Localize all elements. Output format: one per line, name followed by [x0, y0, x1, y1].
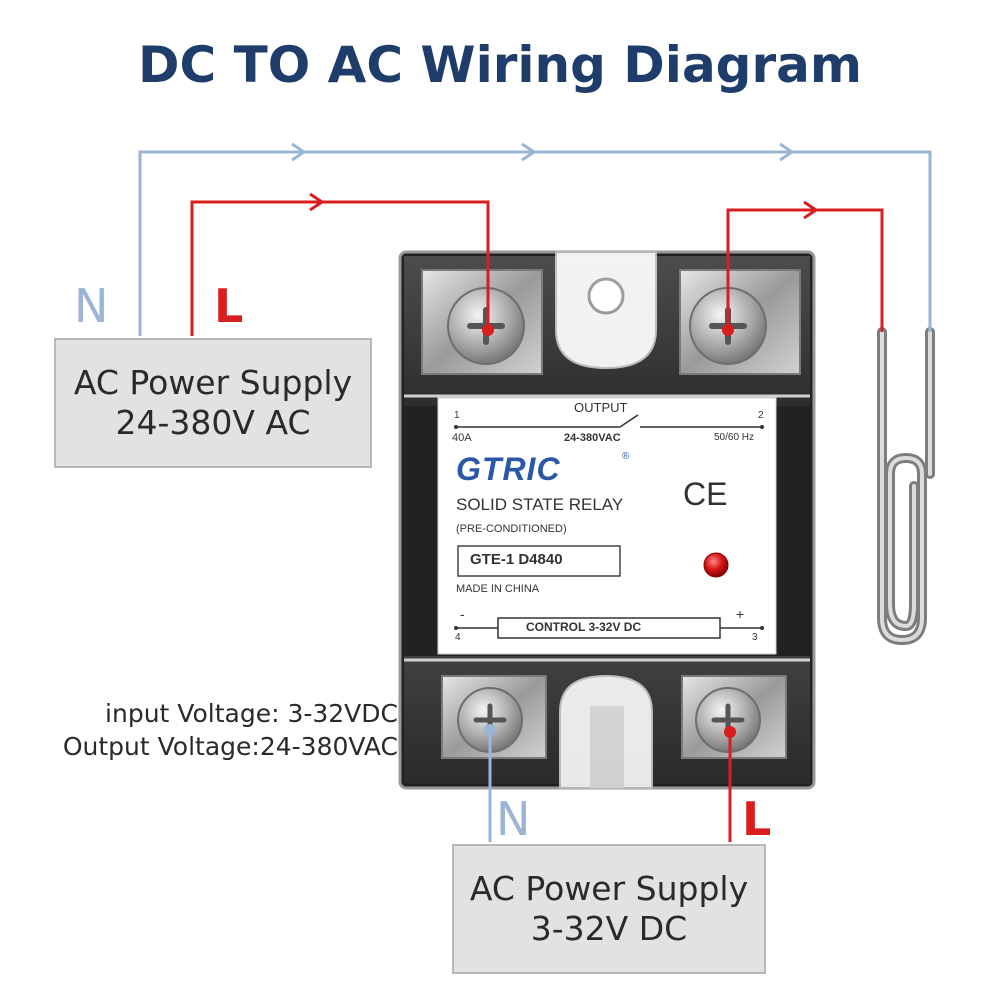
neutral-wire-dot: [484, 724, 496, 736]
live-wire: [190, 200, 884, 842]
heating-element-icon: [877, 327, 935, 645]
ac-supply-title: AC Power Supply: [73, 362, 353, 402]
control-plus: +: [736, 606, 745, 622]
voltage-specs: input Voltage: 3-32VDC Output Voltage:24…: [10, 698, 398, 763]
dc-power-supply-box: AC Power Supply 3-32V DC: [452, 844, 766, 974]
ac-supply-range: 24-380V AC: [115, 403, 311, 442]
arrow-right-icon: [291, 142, 795, 162]
terminal-1-number: 1: [454, 410, 460, 421]
terminal-3: [681, 675, 787, 759]
input-voltage-spec: input Voltage: 3-32VDC: [105, 699, 398, 728]
voltage-rating: 24-380VAC: [564, 432, 621, 444]
origin-label: MADE IN CHINA: [456, 583, 540, 595]
terminal-2-number: 2: [758, 410, 764, 421]
terminal-2: [679, 269, 801, 375]
terminal-4-number: 4: [455, 632, 461, 643]
control-minus: -: [460, 606, 465, 622]
current-rating: 40A: [452, 432, 472, 444]
led-indicator-icon: [703, 552, 729, 578]
model-number: GTE-1 D4840: [470, 551, 563, 568]
model-box: [457, 545, 621, 577]
ac-power-supply-box: AC Power Supply 24-380V AC: [54, 338, 372, 468]
relay-label-panel: [437, 397, 777, 655]
top-live-label: L: [214, 279, 244, 333]
page-title: DC TO AC Wiring Diagram: [138, 36, 862, 94]
frequency-rating: 50/60 Hz: [714, 432, 755, 443]
terminal-1: [421, 269, 543, 375]
product-subtitle: (PRE-CONDITIONED): [456, 523, 567, 535]
bottom-live-label: L: [742, 792, 772, 846]
live-wire-dot: [482, 324, 494, 336]
live-wire-dot: [724, 726, 736, 738]
top-neutral-label: N: [74, 279, 109, 333]
output-voltage-spec: Output Voltage:24-380VAC: [62, 731, 398, 761]
arrow-right-icon: [309, 192, 819, 220]
output-label: OUTPUT: [574, 400, 628, 415]
dc-supply-range: 3-32V DC: [530, 909, 688, 948]
live-wire-dot: [722, 324, 734, 336]
terminal-4: [441, 675, 547, 759]
ce-mark-icon: CE: [683, 476, 728, 512]
product-name: SOLID STATE RELAY: [456, 495, 624, 514]
brand-logo: GTRIC: [456, 451, 561, 487]
bottom-neutral-label: N: [496, 792, 531, 846]
brand-registered-mark: ®: [622, 451, 630, 462]
control-rating: CONTROL 3-32V DC: [526, 620, 642, 634]
dc-supply-title: AC Power Supply: [469, 868, 749, 908]
terminal-3-number: 3: [752, 632, 758, 643]
